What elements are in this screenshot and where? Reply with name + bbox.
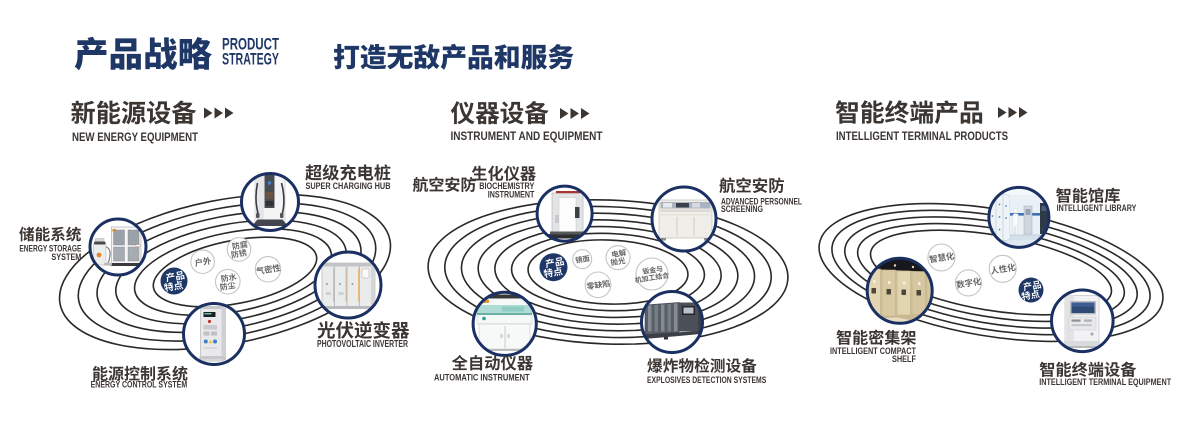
svg-text:STRATEGY: STRATEGY [222, 51, 279, 69]
svg-text:INSTRUMENT AND EQUIPMENT: INSTRUMENT AND EQUIPMENT [451, 129, 604, 143]
svg-text:SCREENING: SCREENING [721, 204, 763, 214]
svg-text:ADVANCED PERSONNEL: ADVANCED PERSONNEL [721, 196, 802, 206]
svg-text:ENERGY STORAGE: ENERGY STORAGE [19, 244, 81, 254]
svg-text:SHELF: SHELF [892, 354, 916, 364]
svg-text:ENERGY CONTROL SYSTEM: ENERGY CONTROL SYSTEM [91, 380, 188, 390]
svg-text:INTELLIGENT TERMINAL EQUIPMENT: INTELLIGENT TERMINAL EQUIPMENT [1039, 377, 1171, 387]
svg-text:INTELLIGENT COMPACT: INTELLIGENT COMPACT [830, 346, 916, 356]
svg-text:PHOTOVOLTAIC INVERTER: PHOTOVOLTAIC INVERTER [317, 339, 409, 350]
svg-text:NEW ENERGY EQUIPMENT: NEW ENERGY EQUIPMENT [72, 130, 199, 144]
svg-text:SUPER CHARGING HUB: SUPER CHARGING HUB [306, 181, 391, 192]
svg-text:EXPLOSIVES DETECTION SYSTEMS: EXPLOSIVES DETECTION SYSTEMS [647, 375, 766, 385]
svg-text:AUTOMATIC INSTRUMENT: AUTOMATIC INSTRUMENT [434, 373, 530, 383]
svg-text:INSTRUMENT: INSTRUMENT [488, 189, 535, 199]
svg-text:SYSTEM: SYSTEM [51, 252, 81, 262]
svg-text:INTELLIGENT TERMINAL PRODUCTS: INTELLIGENT TERMINAL PRODUCTS [836, 129, 1008, 143]
svg-text:INTELLIGENT LIBRARY: INTELLIGENT LIBRARY [1057, 203, 1137, 213]
svg-text:PRODUCT: PRODUCT [222, 36, 279, 54]
svg-text:BIOCHEMISTRY: BIOCHEMISTRY [479, 181, 535, 191]
